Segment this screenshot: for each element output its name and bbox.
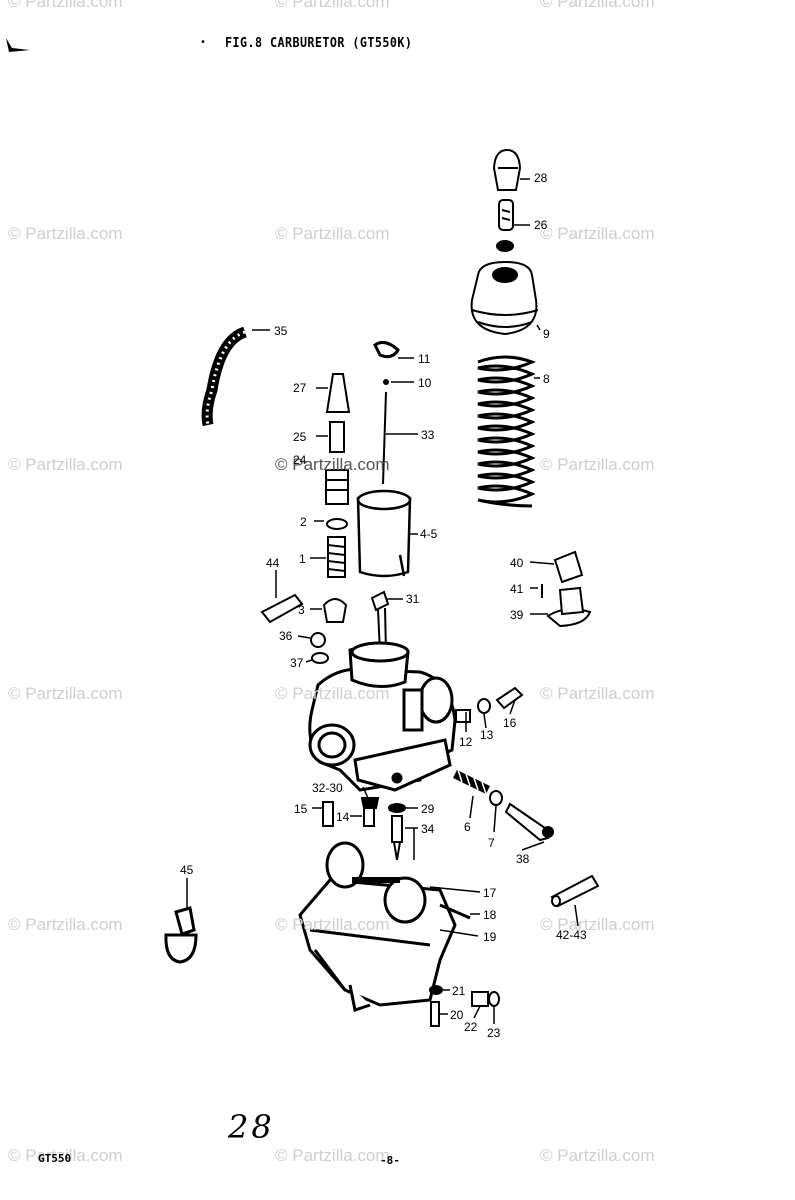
handwritten-page-number: 28 xyxy=(228,1108,275,1146)
watermark: © Partzilla.com xyxy=(540,1146,655,1165)
watermark: © Partzilla.com xyxy=(8,915,123,934)
watermark: © Partzilla.com xyxy=(275,684,390,703)
part-8-spring xyxy=(477,355,536,508)
watermark: © Partzilla.com xyxy=(275,224,390,243)
leader-lines xyxy=(186,178,579,1024)
callout: 26 xyxy=(534,218,548,232)
callout: 20 xyxy=(450,1008,464,1022)
callout: 25 xyxy=(293,430,307,444)
callout: 31 xyxy=(406,592,420,606)
callout: 7 xyxy=(488,836,495,850)
callout: 11 xyxy=(418,352,431,366)
carburetor-body xyxy=(308,641,457,792)
watermark: © Partzilla.com xyxy=(540,224,655,243)
footer-model: GT550 xyxy=(38,1152,72,1165)
callout: 44 xyxy=(266,556,280,570)
part-9-top xyxy=(470,260,539,336)
part-33-needle xyxy=(382,391,387,485)
callout: 35 xyxy=(274,324,288,338)
float-bowl xyxy=(298,841,457,1012)
callout: 3 xyxy=(298,603,305,617)
callout: 33 xyxy=(421,428,435,442)
callout: 39 xyxy=(510,608,524,622)
watermark: © Partzilla.com xyxy=(540,684,655,703)
watermark: © Partzilla.com xyxy=(540,0,655,11)
callout: 38 xyxy=(516,852,530,866)
callout: 6 xyxy=(464,820,471,834)
watermark: © Partzilla.com xyxy=(275,1146,390,1165)
watermark: © Partzilla.com xyxy=(275,915,390,934)
callout: 27 xyxy=(293,381,307,395)
watermark: © Partzilla.com xyxy=(540,455,655,474)
callout: 23 xyxy=(487,1026,501,1040)
callout: 10 xyxy=(418,376,432,390)
footer-page-number: -8- xyxy=(380,1154,400,1167)
callout: 28 xyxy=(534,171,548,185)
part-39-41-choke xyxy=(541,550,592,628)
watermark: © Partzilla.com xyxy=(8,455,123,474)
callout: 40 xyxy=(510,556,524,570)
part-25-24 xyxy=(325,421,349,505)
callout: 14 xyxy=(336,810,350,824)
callout: 1 xyxy=(299,552,306,566)
callout: 15 xyxy=(294,802,308,816)
figure-title: FIG.8 CARBURETOR (GT550K) xyxy=(225,36,413,51)
callout: 29 xyxy=(421,802,435,816)
part-27 xyxy=(325,373,351,413)
callout: 34 xyxy=(421,822,435,836)
callout: 37 xyxy=(290,656,304,670)
callout: 18 xyxy=(483,908,497,922)
callout: 4-5 xyxy=(420,527,438,541)
part-26-adjuster xyxy=(496,199,514,252)
callout: 12 xyxy=(459,735,473,749)
part-11-clip xyxy=(373,340,400,359)
callout: 22 xyxy=(464,1020,478,1034)
callout: 9 xyxy=(543,327,550,341)
callout: 16 xyxy=(503,716,517,730)
callout: 13 xyxy=(480,728,494,742)
bullet-dot: • xyxy=(200,37,206,48)
callout: 21 xyxy=(452,984,466,998)
watermark: © Partzilla.com xyxy=(275,0,390,11)
callout: 45 xyxy=(180,863,194,877)
part-35-hose xyxy=(201,326,248,427)
callout: 42-43 xyxy=(556,928,587,942)
part-28-cap xyxy=(492,148,522,191)
watermark: © Partzilla.com xyxy=(8,684,123,703)
watermark: © Partzilla.com xyxy=(8,0,123,11)
part-45-clamp xyxy=(164,906,198,964)
callout: 17 xyxy=(483,886,497,900)
watermark: © Partzilla.com xyxy=(8,224,123,243)
callout: 2 xyxy=(300,515,307,529)
watermark: © Partzilla.com xyxy=(8,1146,123,1165)
callout: 8 xyxy=(543,372,550,386)
part-4-5-throttle-valve xyxy=(356,489,412,578)
callout: 32-30 xyxy=(312,781,343,795)
callout: 24 xyxy=(293,453,307,467)
callout: 41 xyxy=(510,582,524,596)
watermark: © Partzilla.com xyxy=(275,455,390,474)
part-1-jet xyxy=(327,536,346,578)
callout: 19 xyxy=(483,930,497,944)
watermark: © Partzilla.com xyxy=(540,915,655,934)
callout: 36 xyxy=(279,629,293,643)
